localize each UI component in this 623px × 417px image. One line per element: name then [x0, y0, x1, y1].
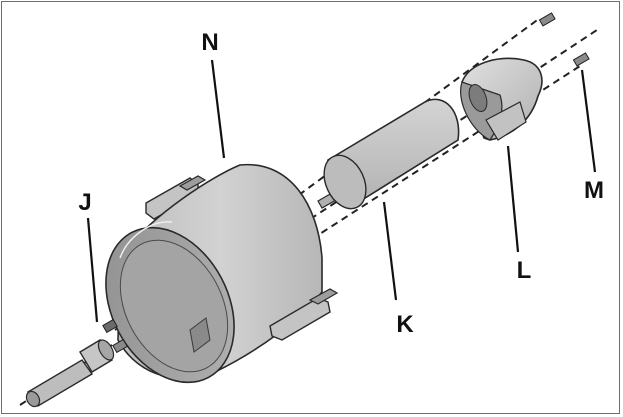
adapter-part-j — [25, 318, 128, 408]
motor-part-k — [317, 98, 460, 210]
spinner-part-l — [460, 57, 543, 141]
callout-label-j: J — [78, 189, 91, 216]
callout-label-n: N — [201, 29, 218, 56]
set-screws — [102, 318, 128, 354]
callout-label-l: L — [517, 257, 532, 284]
callout-label-m: M — [584, 177, 604, 204]
callout-label-k: K — [396, 311, 414, 338]
screws-part-m — [538, 12, 590, 67]
leader-lines — [86, 59, 597, 323]
housing-part-n — [105, 163, 339, 384]
